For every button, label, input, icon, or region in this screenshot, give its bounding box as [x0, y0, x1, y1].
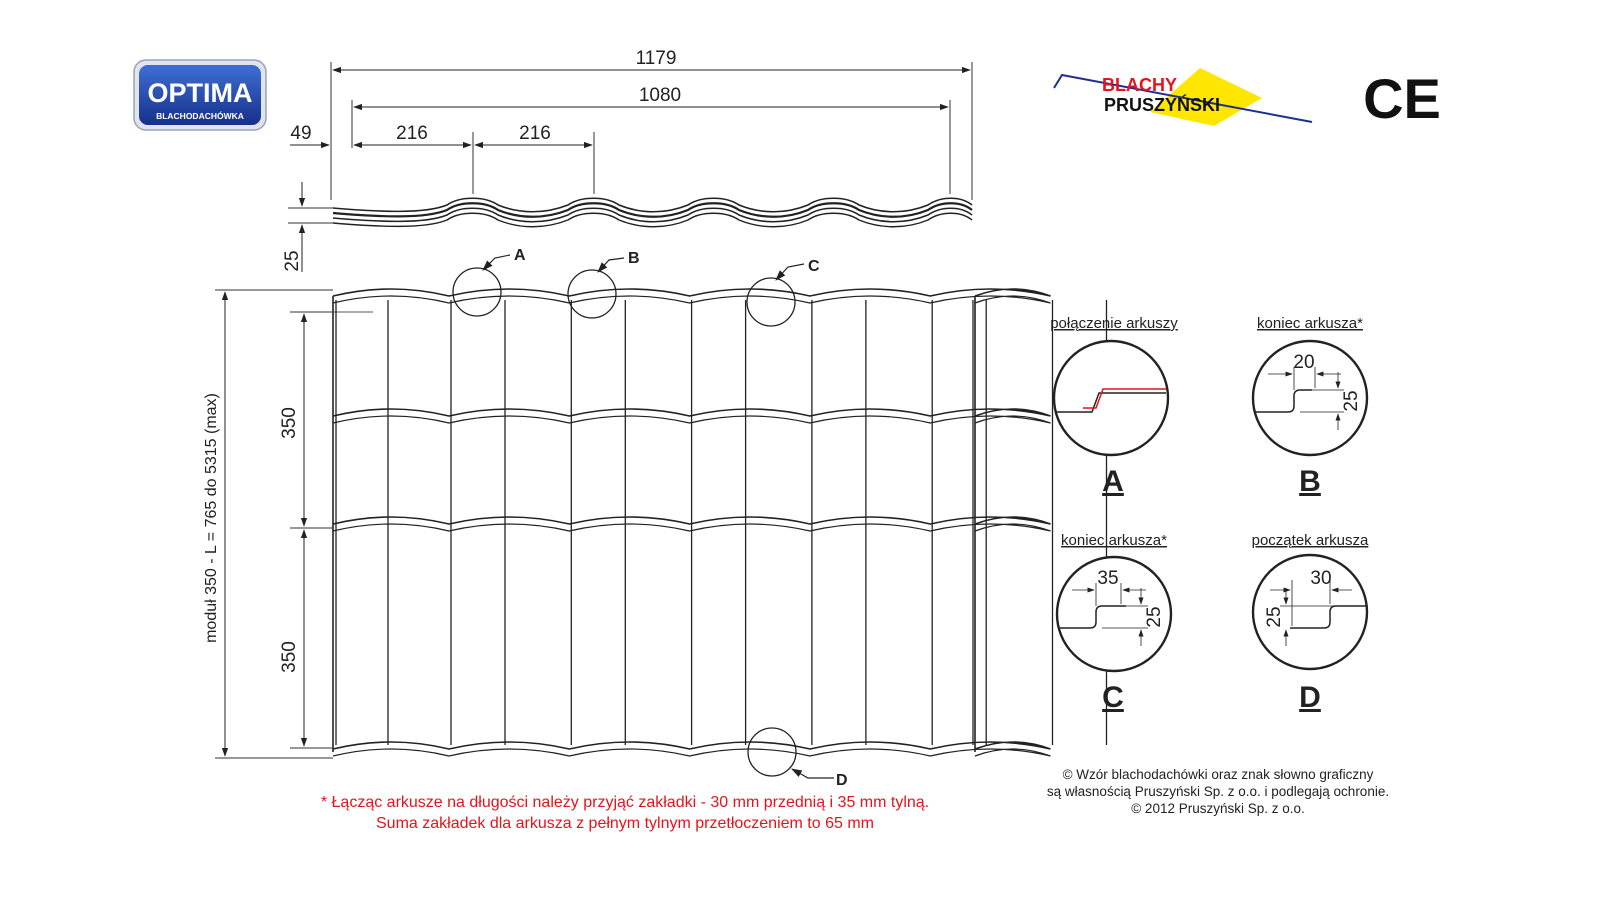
callout-d: D [747, 727, 848, 789]
profile-section [332, 197, 973, 228]
detail-d-letter: D [1299, 681, 1321, 714]
tile-step-line [332, 295, 1051, 304]
tile-step-line [332, 748, 1051, 757]
profile-line-mid1 [332, 202, 973, 218]
dim-total-width: 1179 [636, 48, 677, 69]
detail-a-letter: A [1102, 465, 1124, 498]
optima-title: OPTIMA [148, 78, 253, 108]
detail-d: początek arkusza 30 25 D [1252, 532, 1369, 714]
tile-step-line [332, 741, 1051, 750]
tile-step-line [332, 523, 1051, 532]
dim-module-2: 216 [519, 123, 551, 144]
callout-a-label: A [514, 247, 526, 264]
detail-c-dim-h: 35 [1097, 568, 1118, 589]
callout-d-label: D [836, 772, 848, 789]
tile-step-line [332, 516, 1051, 525]
callout-c-label: C [808, 258, 820, 275]
detail-c-caption: koniec arkusza* [1061, 532, 1167, 549]
tile-step-line [332, 415, 1051, 424]
profile-line-top [332, 197, 973, 213]
company-name-line1: BLACHY [1102, 75, 1177, 95]
detail-d-caption: początek arkusza [1252, 532, 1369, 549]
detail-b-caption: koniec arkusza* [1257, 315, 1363, 332]
ce-mark: CE [1363, 67, 1441, 130]
callout-a: A [452, 247, 526, 317]
profile-line-bottom [332, 212, 973, 228]
dim-sheet-length: moduł 350 - L = 765 do 5315 (max) [203, 393, 220, 643]
footnote-line-1: * Łącząc arkusze na długości należy przy… [321, 794, 929, 811]
profile-line-mid2 [332, 207, 973, 223]
callout-b-label: B [628, 250, 640, 267]
front-view [332, 288, 1108, 757]
detail-c-dim-v: 25 [1144, 606, 1165, 627]
detail-c: koniec arkusza* 35 25 C [1055, 532, 1173, 714]
copyright-line-2: są własnością Pruszyński Sp. z o.o. i po… [1047, 784, 1389, 799]
tile-step-line [332, 288, 1051, 297]
detail-d-dim-h: 30 [1310, 568, 1331, 589]
dim-effective-width: 1080 [639, 85, 681, 106]
copyright-line-3: © 2012 Pruszyński Sp. z o.o. [1131, 801, 1305, 816]
detail-b-letter: B [1299, 465, 1321, 498]
optima-subtitle: BLACHODACHÓWKA [156, 110, 244, 121]
profile-extension-lines [288, 62, 973, 224]
pruszynski-logo: BLACHY PRUSZYŃSKI [1053, 68, 1313, 126]
detail-d-dim-v: 25 [1264, 606, 1285, 627]
front-extension-lines [215, 289, 333, 759]
detail-c-letter: C [1102, 681, 1124, 714]
callout-b: B [567, 250, 640, 319]
detail-b-dim-h: 20 [1293, 352, 1314, 373]
optima-logo: OPTIMA BLACHODACHÓWKA [133, 59, 267, 131]
detail-a: połączenie arkuszy A [1050, 315, 1178, 498]
dim-row-1: 350 [279, 407, 300, 439]
detail-a-caption: połączenie arkuszy [1050, 315, 1178, 332]
detail-b: koniec arkusza* 20 25 B [1251, 315, 1369, 498]
footnote-line-2: Suma zakładek dla arkusza z pełnym tylny… [376, 815, 874, 832]
callout-c: C [746, 258, 820, 327]
company-name-line2: PRUSZYŃSKI [1104, 94, 1220, 115]
dim-profile-height: 25 [282, 250, 303, 271]
dim-edge-offset: 49 [290, 123, 311, 144]
tile-step-line [332, 408, 1051, 417]
dim-row-2: 350 [279, 641, 300, 673]
detail-b-dim-v: 25 [1341, 390, 1362, 411]
dim-module-1: 216 [396, 123, 428, 144]
copyright-line-1: © Wzór blachodachówki oraz znak słowno g… [1063, 767, 1374, 782]
